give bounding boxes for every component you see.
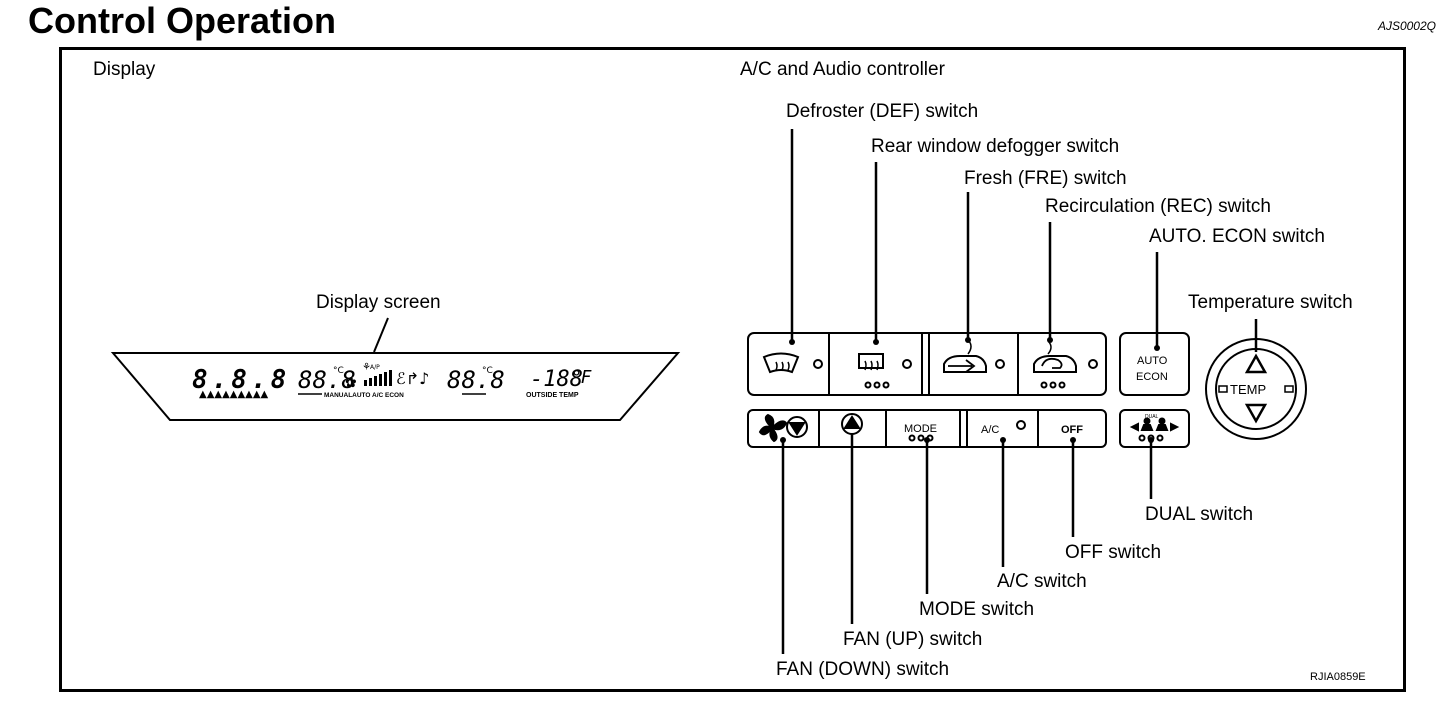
def-callout: Defroster (DEF) switch: [786, 101, 979, 122]
recirculation-button[interactable]: [1019, 334, 1105, 394]
temp-down-button[interactable]: [1236, 400, 1276, 428]
section-display: Display: [93, 59, 156, 80]
fan-down-callout: FAN (DOWN) switch: [776, 659, 950, 680]
temperature-callout: Temperature switch: [1188, 292, 1353, 313]
up-triangle-icon: [1244, 353, 1268, 374]
display-screen-callout: Display screen: [316, 292, 441, 313]
mode-button[interactable]: [887, 411, 960, 446]
display-deg-c-right: °C: [482, 366, 493, 376]
display-outside-unit: °F: [572, 367, 592, 388]
ac-button-label: A/C: [981, 424, 999, 436]
dual-button[interactable]: [1119, 409, 1190, 448]
rec-indicator-lamp: [1088, 359, 1098, 369]
fan-up-button[interactable]: [820, 411, 886, 446]
display-panel-outline: [110, 352, 681, 421]
fan-icon: [758, 413, 788, 443]
display-mode-symbols: ℰ↱♪: [396, 369, 429, 388]
dual-callout: DUAL switch: [1145, 504, 1254, 525]
document-code: AJS0002Q: [1377, 19, 1436, 33]
display-screen-leader: [373, 317, 389, 353]
svg-text:⚘: ⚘: [362, 362, 371, 373]
display-mode-bar: MANUALAUTO A/C ECON: [324, 392, 404, 399]
display-deg-c-left: °C: [333, 366, 344, 376]
display-digits-left: 8.8.8: [192, 365, 290, 395]
rear-defogger-button[interactable]: [830, 334, 922, 394]
display-ap-mark: A/P: [370, 364, 380, 371]
ac-button[interactable]: [968, 411, 1038, 446]
dual-button-label: DUAL: [1145, 414, 1159, 420]
rec-callout: Recirculation (REC) switch: [1045, 196, 1271, 217]
fan-down-button[interactable]: [749, 411, 819, 446]
fresh-air-button[interactable]: [930, 334, 1018, 394]
ac-indicator-lamp: [1016, 420, 1026, 430]
rear-callout: Rear window defogger switch: [871, 136, 1120, 157]
fre-callout: Fresh (FRE) switch: [964, 168, 1127, 189]
display-fan-level-bars: [364, 370, 392, 386]
off-button[interactable]: [1039, 411, 1105, 446]
figure-frame: [59, 47, 1406, 692]
temp-up-button[interactable]: [1236, 349, 1276, 377]
top-button-bar: [747, 332, 1107, 396]
down-arrow-icon: [786, 416, 808, 438]
dual-icon: [1129, 417, 1180, 432]
auto-econ-button[interactable]: [1119, 332, 1190, 396]
rear-defogger-icon: [858, 353, 884, 371]
econ-button-label: ECON: [1136, 371, 1168, 383]
ac-callout: A/C switch: [997, 571, 1087, 592]
display-temp-left: 88.8: [298, 366, 356, 394]
page-title: Control Operation: [28, 0, 336, 41]
off-button-label: OFF: [1061, 424, 1083, 436]
display-outside-label: OUTSIDE TEMP: [526, 392, 579, 399]
display-fan-symbol: ✿: [345, 375, 357, 391]
defroster-button[interactable]: [749, 334, 829, 394]
section-controller: A/C and Audio controller: [740, 59, 945, 80]
off-callout: OFF switch: [1065, 542, 1162, 563]
down-triangle-icon: [1244, 403, 1268, 424]
display-airflow-marks: ▲▲▲▲▲▲▲▲▲: [199, 389, 269, 400]
display-temp-right: 88.8: [447, 366, 505, 394]
mode-callout: MODE switch: [919, 599, 1035, 620]
fre-indicator-lamp: [995, 359, 1005, 369]
temp-dial-label: TEMP: [1230, 382, 1266, 397]
auto-econ-callout: AUTO. ECON switch: [1149, 226, 1325, 247]
defroster-icon: [762, 352, 800, 374]
rear-indicator-lamp: [902, 359, 912, 369]
def-indicator-lamp: [813, 359, 823, 369]
display-outside-value: -188: [530, 367, 583, 392]
auto-button-label: AUTO: [1137, 355, 1168, 367]
fan-up-callout: FAN (UP) switch: [843, 629, 983, 650]
display-screen: 8.8.8 ▲▲▲▲▲▲▲▲▲ 88.8 °C ✿ A/P ⚘ ℰ↱♪ 88.8…: [192, 362, 592, 400]
figure-id: RJIA0859E: [1310, 671, 1366, 683]
mode-button-label: MODE: [904, 423, 937, 435]
